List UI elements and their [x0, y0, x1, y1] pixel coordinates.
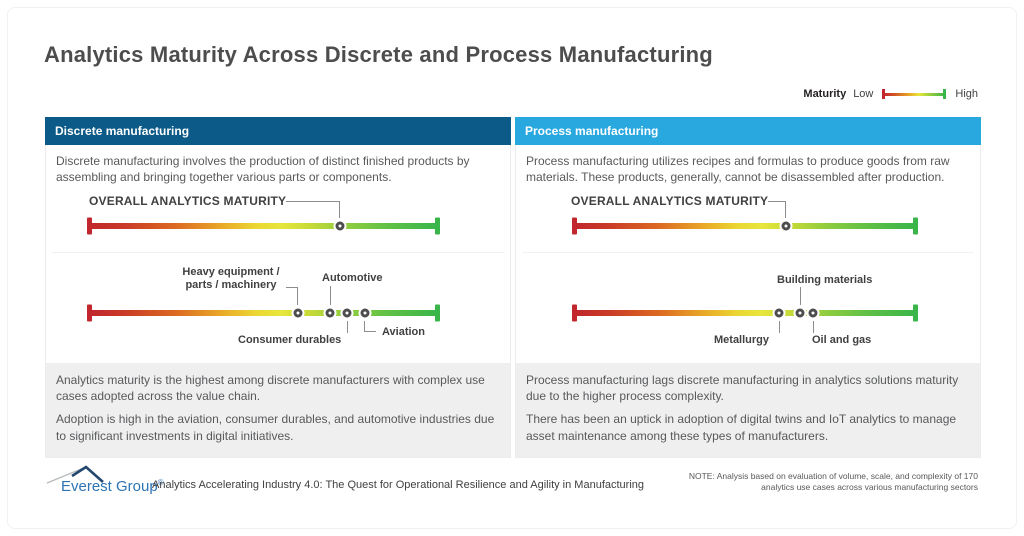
- section-divider: [52, 252, 504, 253]
- logo-wordmark: Everest Group®: [61, 478, 164, 495]
- label-heavy-equipment: Heavy equipment / parts / machinery: [182, 266, 280, 292]
- maturity-marker-building-materials: [795, 308, 805, 318]
- maturity-marker-metallurgy: [774, 308, 784, 318]
- footnote-line: NOTE: Analysis based on evaluation of vo…: [688, 471, 978, 481]
- overall-scale-label: OVERALL ANALYTICS MATURITY: [89, 194, 287, 208]
- label-connector-line: [779, 321, 780, 333]
- maturity-marker-oil-and-gas: [808, 308, 818, 318]
- registered-mark: ®: [157, 478, 164, 487]
- footnote-line: analytics use cases across various manuf…: [761, 482, 978, 493]
- label-connector-line: [364, 321, 376, 332]
- panels-container: Discrete manufacturing Discrete manufact…: [45, 117, 981, 458]
- industry-maturity-scale-process: Building materials Metallurgy Oil and ga…: [516, 253, 980, 363]
- maturity-marker-aviation: [360, 308, 370, 318]
- maturity-marker-overall-analytics-maturity: [335, 221, 345, 231]
- label-oil-and-gas: Oil and gas: [812, 334, 872, 346]
- maturity-marker-heavy-equipment-parts-machinery: [293, 308, 303, 318]
- label-aviation: Aviation: [382, 326, 425, 338]
- insight-paragraph: Process manufacturing lags discrete manu…: [526, 373, 959, 404]
- panel-body-discrete: Discrete manufacturing involves the prod…: [45, 145, 511, 458]
- label-metallurgy: Metallurgy: [714, 334, 770, 346]
- maturity-marker-overall-analytics-maturity: [781, 221, 791, 231]
- mountain-icon: [46, 465, 104, 484]
- everest-group-logo: Everest Group®: [46, 462, 164, 496]
- label-automotive: Automotive: [322, 272, 383, 284]
- overall-scale-label: OVERALL ANALYTICS MATURITY: [571, 194, 769, 208]
- insight-paragraph: Analytics maturity is the highest among …: [56, 373, 485, 404]
- label-consumer-durables: Consumer durables: [238, 334, 342, 346]
- label-connector-line: [286, 201, 340, 218]
- maturity-gradient-bar: [574, 221, 916, 231]
- panel-header-process: Process manufacturing: [515, 117, 981, 145]
- legend-high-label: High: [955, 88, 978, 100]
- maturity-gradient-bar: [89, 308, 438, 318]
- maturity-gradient-bar: [89, 221, 438, 231]
- panel-description: Discrete manufacturing involves the prod…: [56, 154, 470, 185]
- section-divider: [522, 252, 974, 253]
- label-connector-line: [813, 321, 814, 333]
- legend-gradient-bar: [883, 92, 946, 96]
- source-title: Analytics Accelerating Industry 4.0: The…: [152, 479, 645, 491]
- industry-maturity-scale-discrete: Heavy equipment / parts / machinery Auto…: [46, 253, 510, 363]
- overall-maturity-scale-process: OVERALL ANALYTICS MATURITY: [516, 190, 980, 252]
- insights-process: Process manufacturing lags discrete manu…: [516, 363, 980, 457]
- label-connector-line: [286, 287, 298, 305]
- panel-description: Process manufacturing utilizes recipes a…: [526, 154, 950, 185]
- label-building-materials: Building materials: [777, 274, 873, 286]
- maturity-gradient-bar: [574, 308, 916, 318]
- panel-body-process: Process manufacturing utilizes recipes a…: [515, 145, 981, 458]
- legend-low-label: Low: [853, 88, 874, 100]
- legend-label: Maturity: [803, 88, 847, 100]
- panel-process-manufacturing: Process manufacturing Process manufactur…: [515, 117, 981, 458]
- panel-header-discrete: Discrete manufacturing: [45, 117, 511, 145]
- maturity-legend: Maturity Low High: [803, 88, 978, 100]
- label-connector-line: [768, 201, 786, 218]
- panel-discrete-manufacturing: Discrete manufacturing Discrete manufact…: [45, 117, 511, 458]
- label-connector-line: [347, 321, 348, 333]
- label-connector-line: [800, 287, 801, 305]
- insight-paragraph: Adoption is high in the aviation, consum…: [56, 412, 495, 443]
- footnote: NOTE: Analysis based on evaluation of vo…: [658, 471, 978, 493]
- overall-maturity-scale-discrete: OVERALL ANALYTICS MATURITY: [46, 190, 510, 252]
- maturity-marker-automotive: [325, 308, 335, 318]
- insights-discrete: Analytics maturity is the highest among …: [46, 363, 510, 457]
- insight-paragraph: There has been an uptick in adoption of …: [526, 412, 957, 443]
- page-title: Analytics Maturity Across Discrete and P…: [44, 42, 713, 67]
- label-connector-line: [330, 286, 331, 305]
- maturity-marker-consumer-durables: [342, 308, 352, 318]
